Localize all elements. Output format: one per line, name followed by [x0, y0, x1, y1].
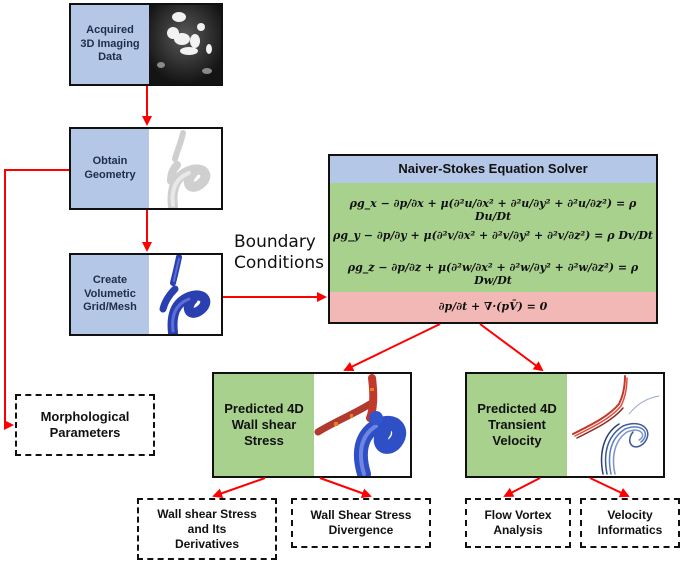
momentum-equations: ρg_x − ∂p/∂x + μ(∂²u/∂x² + ∂²u/∂y² + ∂²u…: [330, 183, 656, 292]
arrow-solver-to-wss: [343, 323, 441, 372]
obtain-geometry-box: Obtain Geometry: [69, 127, 223, 210]
arrow-solver-to-velocity: [479, 323, 544, 372]
momentum-equation-y: ρg_y − ∂p/∂y + μ(∂²v/∂x² + ∂²v/∂y² + ∂²v…: [333, 229, 653, 242]
momentum-equation-z: ρg_z − ∂p/∂z + μ(∂²w/∂x² + ∂²w/∂y² + ∂²w…: [347, 261, 639, 287]
continuity-equation-box: ∂p/∂t + ∇·(pV̄) = 0: [330, 292, 656, 322]
vessel-mesh-image: [149, 255, 221, 334]
ct-scan-image: [149, 5, 221, 84]
streamline-velocity-image: [567, 374, 663, 476]
arrow-velocity-to-informatics: [589, 477, 630, 498]
velocity-output-label: Predicted 4D Transient Velocity: [467, 374, 567, 476]
vessel-geometry-image: [149, 129, 221, 208]
solver-title: Naiver-Stokes Equation Solver: [330, 156, 656, 183]
velocity-informatics-box: Velocity Informatics: [580, 498, 680, 548]
arrow-wss-to-divergence: [319, 477, 372, 498]
arrow-geometry-to-morph: [4, 169, 69, 430]
continuity-equation: ∂p/∂t + ∇·(pV̄) = 0: [438, 300, 548, 313]
wall-shear-stress-image: [314, 374, 410, 476]
acquired-imaging-box: Acquired 3D Imaging Data: [69, 3, 223, 86]
obtain-geometry-label: Obtain Geometry: [71, 129, 149, 208]
wss-derivatives-box: Wall shear Stress and Its Derivatives: [137, 498, 277, 560]
wss-output-box: Predicted 4D Wall shear Stress: [212, 372, 412, 478]
boundary-conditions-label: Boundary Conditions: [234, 232, 324, 274]
acquired-imaging-label: Acquired 3D Imaging Data: [71, 5, 149, 84]
create-mesh-label: Create Volumetic Grid/Mesh: [71, 255, 149, 334]
arrow-velocity-to-vortex: [503, 477, 541, 497]
wss-output-label: Predicted 4D Wall shear Stress: [214, 374, 314, 476]
velocity-output-box: Predicted 4D Transient Velocity: [465, 372, 665, 478]
arrow-wss-to-derivatives: [212, 477, 266, 499]
morphological-parameters-box: Morphological Parameters: [15, 394, 155, 456]
solver-box: Naiver-Stokes Equation Solver ρg_x − ∂p/…: [328, 154, 658, 324]
create-mesh-box: Create Volumetic Grid/Mesh: [69, 253, 223, 336]
flow-vortex-box: Flow Vortex Analysis: [465, 498, 571, 548]
wss-divergence-box: Wall Shear Stress Divergence: [291, 498, 431, 548]
momentum-equation-x: ρg_x − ∂p/∂x + μ(∂²u/∂x² + ∂²u/∂y² + ∂²u…: [349, 197, 637, 223]
